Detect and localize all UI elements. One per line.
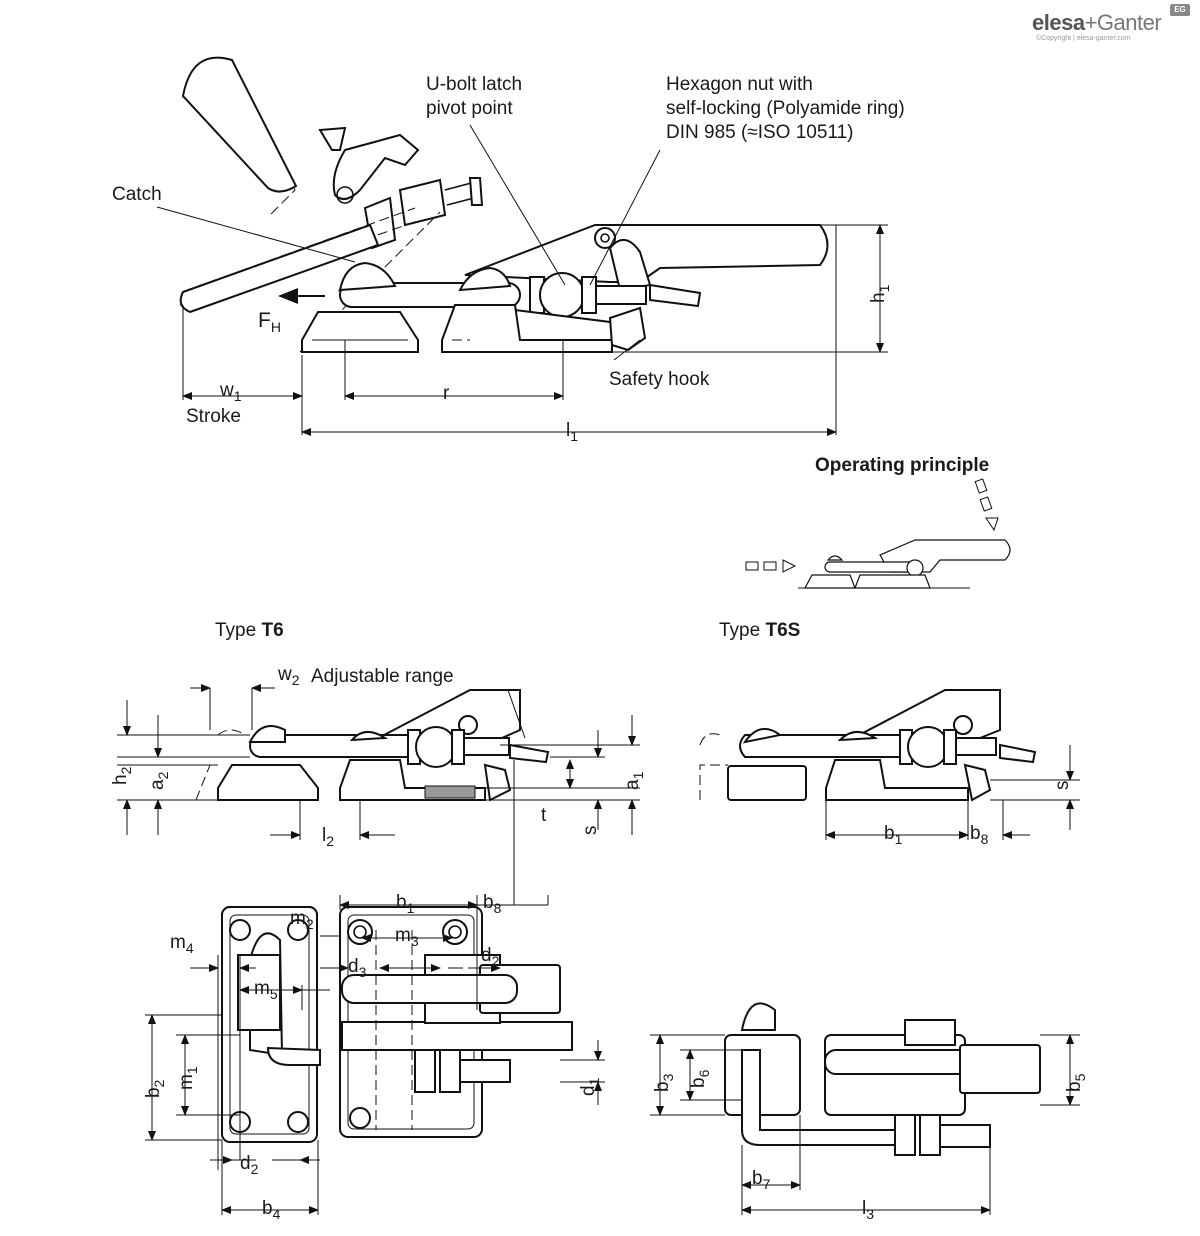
dim-l1: l1 bbox=[566, 420, 579, 444]
dim-t: t bbox=[541, 805, 547, 826]
main-side-view bbox=[156, 56, 888, 436]
type-t6-heading: Type T6 bbox=[215, 620, 284, 641]
type-t6s-side-view bbox=[699, 689, 1080, 840]
stroke-label: Stroke bbox=[186, 406, 241, 427]
dim-d3: d3 bbox=[348, 956, 367, 980]
dim-fh: FH bbox=[258, 309, 281, 336]
dim-b6: b6 bbox=[688, 1069, 712, 1088]
brand-logo: elesa+Ganter bbox=[1032, 10, 1162, 35]
dim-l2: l2 bbox=[322, 825, 335, 849]
dim-m2: m2 bbox=[290, 908, 314, 932]
catch-label: Catch bbox=[112, 184, 162, 205]
copyright-text: ©Copyright | elesa-ganter.com bbox=[1036, 35, 1131, 42]
safety-hook-label: Safety hook bbox=[609, 369, 710, 390]
dim-s-t6s: s bbox=[1052, 780, 1073, 791]
operating-principle-sketch bbox=[745, 478, 1011, 589]
dim-d2-bottom: d2 bbox=[240, 1153, 259, 1177]
type-t6s-top-view bbox=[650, 1002, 1080, 1215]
hex-nut-label-line2: self-locking (Polyamide ring) bbox=[666, 98, 905, 119]
dim-b8-t6: b8 bbox=[483, 892, 502, 916]
hex-nut-label-line3: DIN 985 (≈ISO 10511) bbox=[666, 122, 854, 143]
dim-m1: m1 bbox=[176, 1066, 200, 1090]
dim-d1: d1 bbox=[578, 1077, 602, 1096]
dim-r: r bbox=[443, 383, 450, 404]
brand-badge: EG bbox=[1170, 4, 1190, 16]
ubolt-label-line2: pivot point bbox=[426, 98, 513, 119]
dim-w2: w2 bbox=[278, 664, 300, 688]
dim-d2-top: d2 bbox=[481, 945, 500, 969]
dim-b7: b7 bbox=[752, 1168, 771, 1192]
adjustable-range-label: Adjustable range bbox=[311, 666, 454, 687]
type-t6-side-view bbox=[117, 684, 640, 905]
ubolt-label-line1: U-bolt latch bbox=[426, 74, 523, 95]
dim-s-t6: s bbox=[580, 825, 601, 836]
dim-b4: b4 bbox=[262, 1198, 281, 1222]
dim-b5: b5 bbox=[1064, 1073, 1088, 1092]
type-t6s-heading: Type T6S bbox=[719, 620, 801, 641]
dim-l3: l3 bbox=[862, 1198, 875, 1222]
hex-nut-label-line1: Hexagon nut with bbox=[666, 74, 813, 95]
dim-b8-t6s: b8 bbox=[970, 823, 989, 847]
dim-h2: h2 bbox=[110, 766, 134, 785]
dim-b3: b3 bbox=[652, 1073, 676, 1092]
dim-a1: a1 bbox=[622, 771, 646, 790]
dim-h1: h1 bbox=[868, 284, 892, 303]
dim-b1-t6s: b1 bbox=[884, 823, 903, 847]
dim-m3: m3 bbox=[395, 925, 419, 949]
dim-a2: a2 bbox=[147, 771, 171, 790]
dim-m5: m5 bbox=[254, 978, 278, 1002]
dim-b2: b2 bbox=[143, 1079, 167, 1098]
dim-b1-t6: b1 bbox=[396, 892, 415, 916]
type-t6-top-view bbox=[145, 895, 605, 1215]
operating-principle-title: Operating principle bbox=[815, 455, 990, 476]
dim-w1: w1 bbox=[220, 380, 242, 404]
dim-m4: m4 bbox=[170, 932, 194, 956]
